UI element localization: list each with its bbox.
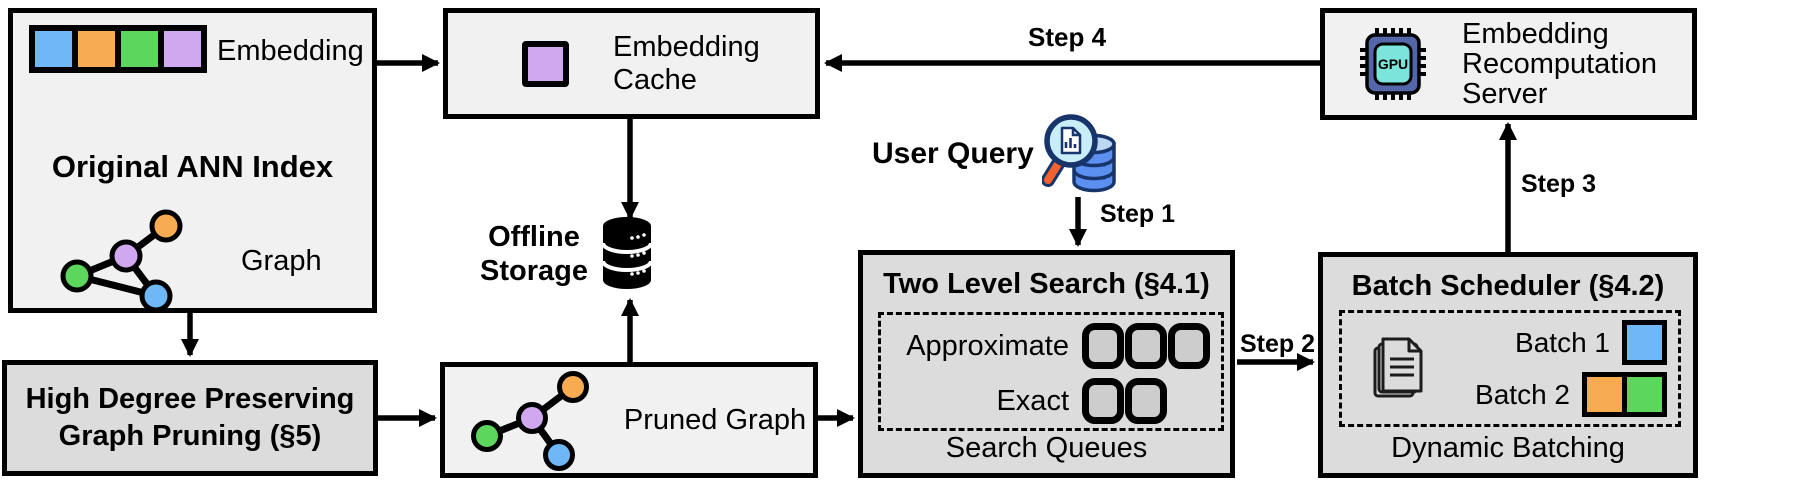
embedding-cache-box: Embedding Cache (443, 8, 820, 119)
original-ann-index-box: Embedding Original ANN Index Graph (8, 8, 377, 313)
two-level-search-box: Two Level Search (§4.1) Approximate Exac… (858, 250, 1235, 478)
batch-1-row: Batch 1 (1426, 320, 1667, 365)
batch-2-label: Batch 2 (1475, 378, 1570, 410)
pruned-graph-icon (471, 371, 589, 471)
search-queues-caption: Search Queues (945, 432, 1148, 464)
step-3-label: Step 3 (1521, 170, 1597, 198)
pruned-graph-label: Pruned Graph (623, 404, 807, 436)
approximate-queue-row: Approximate (881, 323, 1221, 369)
embedding-cache-label: Embedding Cache (613, 30, 760, 96)
two-level-search-title: Two Level Search (§4.1) (883, 268, 1210, 300)
queue-slot (1125, 323, 1167, 369)
exact-queues (1082, 378, 1167, 424)
query-search-icon (1041, 114, 1116, 193)
embedding-cell-purple (164, 31, 201, 67)
pruned-graph-box: Pruned Graph (440, 362, 818, 478)
batch-1-item-blue (1622, 320, 1667, 365)
documents-icon (1373, 337, 1423, 397)
queue-slot (1125, 378, 1167, 424)
step-1-label: Step 1 (1100, 200, 1176, 228)
original-graph-icon (60, 209, 183, 311)
search-queues-region: Approximate Exact (878, 312, 1224, 431)
dynamic-batching-region: Batch 1 Batch 2 (1339, 310, 1681, 427)
approximate-label: Approximate (906, 329, 1069, 362)
exact-queue-row: Exact (881, 378, 1221, 424)
batch-2-row: Batch 2 (1426, 372, 1667, 417)
batch-scheduler-title: Batch Scheduler (§4.2) (1351, 270, 1665, 302)
graph-pruning-title: High Degree Preserving Graph Pruning (§5… (25, 383, 355, 452)
exact-label: Exact (996, 384, 1069, 417)
embedding-label: Embedding (217, 35, 364, 67)
graph-pruning-box: High Degree Preserving Graph Pruning (§5… (2, 360, 378, 476)
batch-1-label: Batch 1 (1515, 326, 1610, 358)
gpu-chip-icon: GPU (1360, 28, 1426, 100)
batch-2-item-green (1622, 372, 1667, 417)
recomputation-server-box: GPU Embedding Recomputation Server (1320, 8, 1697, 120)
batch-2-item-orange (1582, 372, 1627, 417)
embedding-cell-orange (78, 31, 115, 67)
step-4-label: Step 4 (1028, 22, 1107, 52)
offline-storage-label: Offline Storage (480, 221, 588, 287)
database-icon (600, 217, 653, 289)
approximate-queues (1082, 323, 1210, 369)
embedding-vector-icon (29, 25, 207, 73)
batch-scheduler-box: Batch Scheduler (§4.2) Batch 1 (1318, 252, 1698, 478)
offline-storage: Offline Storage (480, 216, 653, 292)
cached-embedding-icon (522, 40, 569, 87)
queue-slot (1082, 378, 1124, 424)
server-label: Embedding Recomputation Server (1462, 18, 1658, 110)
graph-label: Graph (241, 245, 322, 277)
user-query: User Query (872, 108, 1122, 200)
embedding-cell-blue (35, 31, 72, 67)
embedding-cell-green (121, 31, 158, 67)
dynamic-batching-caption: Dynamic Batching (1391, 432, 1625, 464)
queue-slot (1082, 323, 1124, 369)
queue-slot (1168, 323, 1210, 369)
user-query-label: User Query (872, 137, 1034, 170)
step-2-label: Step 2 (1240, 330, 1316, 358)
ann-index-title: Original ANN Index (51, 149, 334, 184)
gpu-chip-label: GPU (1378, 56, 1408, 72)
